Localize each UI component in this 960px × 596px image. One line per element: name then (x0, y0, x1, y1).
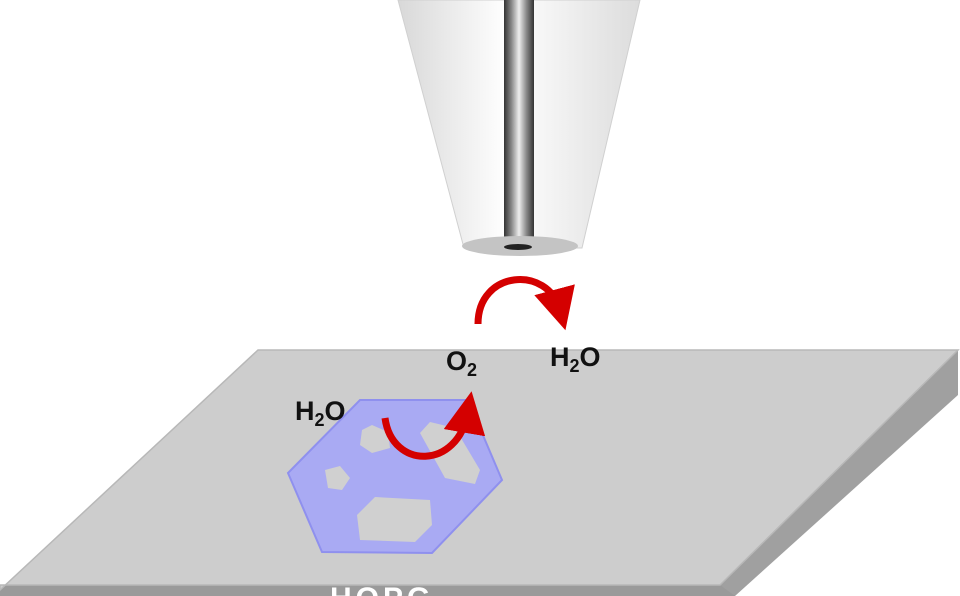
label-o2: O2 (446, 346, 478, 380)
substrate-front-face (0, 585, 735, 596)
label-h2o-right: H2O (550, 342, 601, 376)
flake-hole (360, 425, 390, 453)
curved-arrow-icon (474, 276, 575, 331)
label-h2o-left: H2O (295, 396, 346, 430)
tip-wire (504, 0, 534, 240)
substrate-side-face (720, 350, 958, 596)
porous-flake (286, 399, 504, 555)
curved-arrow-icon (381, 391, 486, 460)
sem-tip (397, 0, 641, 256)
label-substrate: HOPG (330, 582, 434, 596)
flake-hole (325, 466, 350, 490)
flake-hole (357, 497, 432, 542)
tip-aperture (504, 244, 532, 250)
flake-hole (420, 422, 480, 484)
